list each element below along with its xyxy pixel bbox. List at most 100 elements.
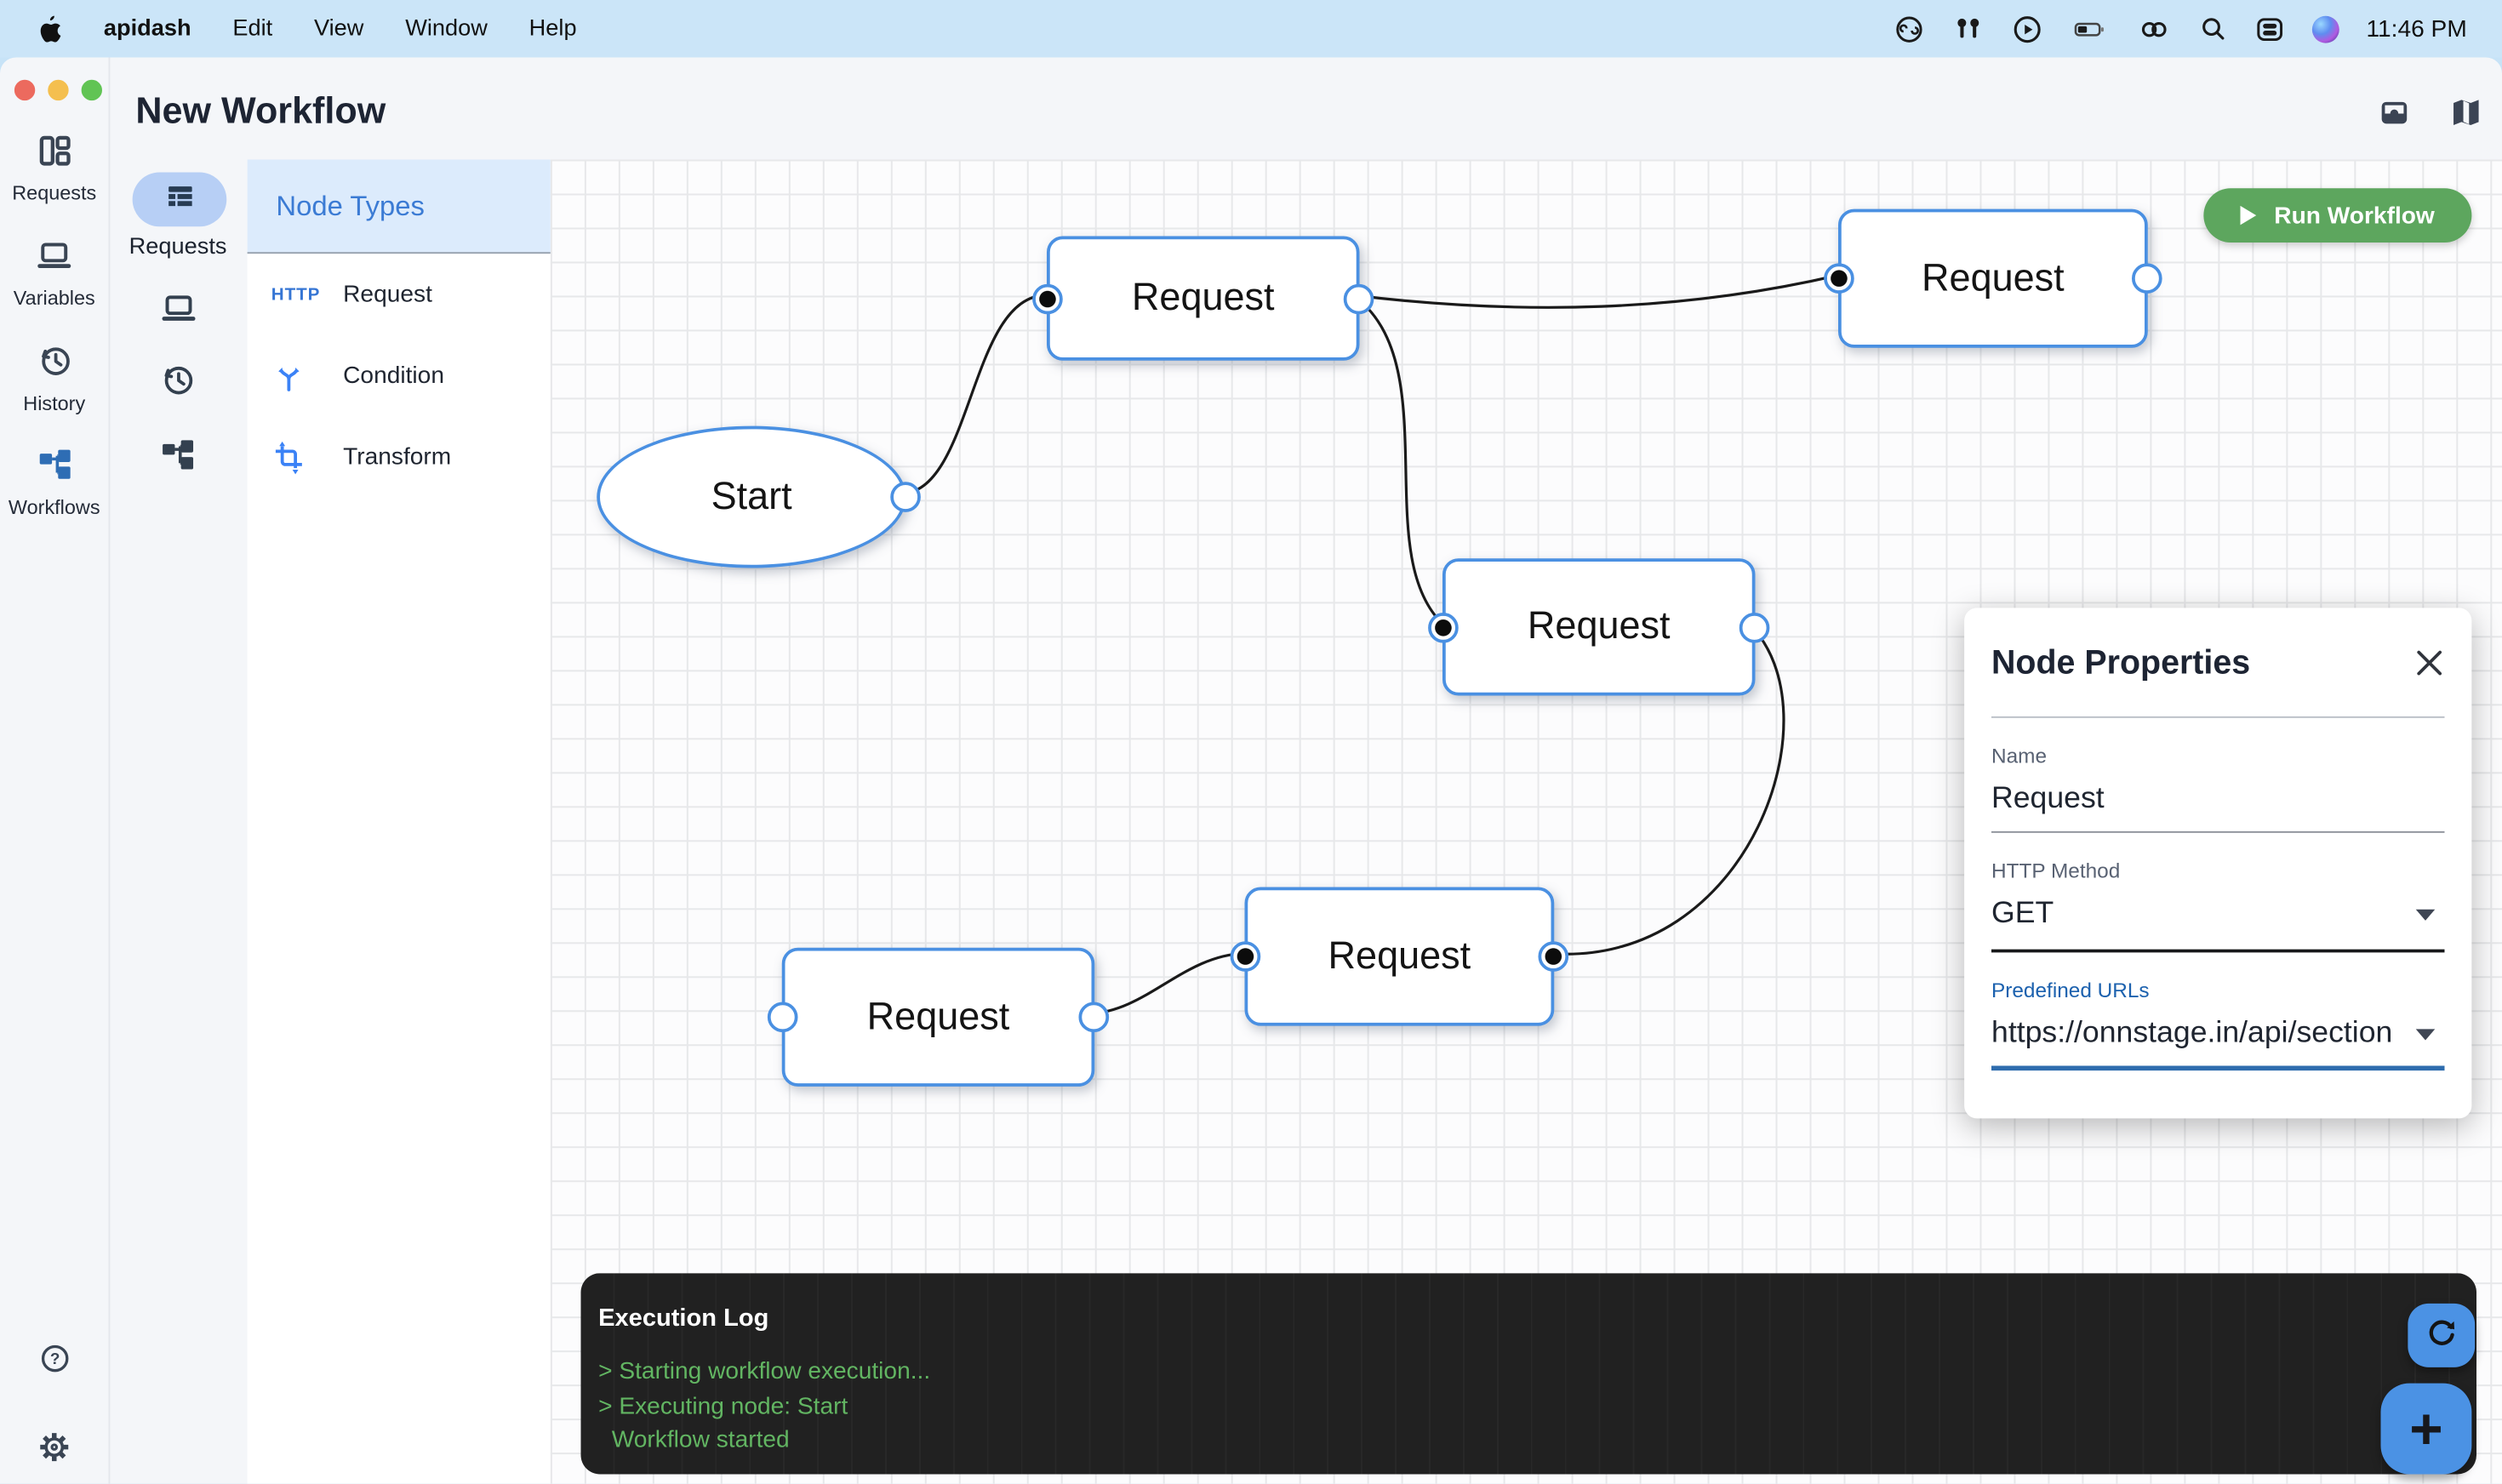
port-left-connected[interactable] bbox=[1428, 612, 1459, 642]
siri-icon[interactable] bbox=[2312, 15, 2339, 43]
branch-icon bbox=[271, 358, 321, 393]
battery-icon[interactable] bbox=[2070, 13, 2110, 45]
divider bbox=[1991, 716, 2445, 718]
layout-columns-icon bbox=[36, 133, 72, 178]
node-label: Request bbox=[1922, 256, 2065, 301]
play-circle-icon[interactable] bbox=[2012, 13, 2042, 45]
help-button[interactable]: ? bbox=[0, 1342, 109, 1384]
predefined-urls-field-label: Predefined URLs bbox=[1991, 978, 2445, 1002]
sidebar-item-label: Requests bbox=[12, 182, 96, 204]
chevron-down-icon bbox=[2416, 909, 2436, 920]
execution-log-panel: Execution Log > Starting workflow execut… bbox=[581, 1273, 2477, 1474]
refresh-button[interactable] bbox=[2408, 1304, 2475, 1367]
spotlight-search-icon[interactable] bbox=[2199, 13, 2228, 45]
node-label: Start bbox=[711, 475, 792, 520]
svg-text:?: ? bbox=[49, 1350, 60, 1367]
sidebar-item-workflows[interactable]: Workflows bbox=[0, 447, 109, 518]
port-right[interactable] bbox=[1079, 1002, 1110, 1033]
node-req3[interactable]: Request bbox=[1442, 558, 1756, 695]
node-req2[interactable]: Request bbox=[1838, 209, 2148, 348]
node-properties-title: Node Properties bbox=[1991, 643, 2250, 685]
sidebar-item-variables[interactable]: Variables bbox=[0, 237, 109, 309]
sidebar2-item-variables[interactable] bbox=[109, 290, 248, 335]
close-icon[interactable] bbox=[2414, 648, 2445, 686]
sidebar2-item-workflows[interactable] bbox=[109, 437, 248, 482]
apple-logo-icon[interactable] bbox=[38, 13, 62, 45]
port-right[interactable] bbox=[1739, 612, 1770, 642]
edge-req1-req3[interactable] bbox=[1353, 295, 1442, 624]
node-label: Request bbox=[1528, 605, 1671, 650]
sidebar2-item-history[interactable] bbox=[109, 362, 248, 408]
add-node-button[interactable]: + bbox=[2381, 1384, 2472, 1475]
name-field[interactable]: Request bbox=[1991, 782, 2445, 833]
port-left-connected[interactable] bbox=[1032, 283, 1063, 314]
tray-icon[interactable] bbox=[2378, 96, 2411, 138]
node-type-request[interactable]: HTTP Request bbox=[248, 254, 551, 335]
node-req5[interactable]: Request bbox=[782, 948, 1095, 1087]
predefined-urls-select[interactable]: https://onnstage.in/api/section bbox=[1991, 1016, 2445, 1070]
log-line: Workflow started bbox=[598, 1424, 2476, 1458]
node-types-header: Node Types bbox=[248, 160, 551, 254]
sidebar-item-history[interactable]: History bbox=[0, 343, 109, 414]
settings-button[interactable] bbox=[0, 1430, 109, 1473]
sidebar-item-label: Workflows bbox=[9, 496, 100, 518]
execution-log-title: Execution Log bbox=[598, 1305, 2476, 1334]
log-line: > Executing node: Start bbox=[598, 1389, 2476, 1423]
secondary-sidebar: Requests bbox=[109, 58, 248, 1484]
laptop-icon bbox=[159, 290, 197, 335]
log-line: > Starting workflow execution... bbox=[598, 1355, 2476, 1389]
sidebar2-item-requests-active[interactable] bbox=[133, 173, 227, 227]
edge-start-req1[interactable] bbox=[900, 295, 1048, 494]
sidebar-item-label: Variables bbox=[14, 288, 95, 310]
menu-window[interactable]: Window bbox=[405, 16, 488, 42]
chevron-down-icon bbox=[2416, 1028, 2436, 1039]
sidebar2-active-label: Requests bbox=[109, 235, 248, 260]
node-types-panel: Node Types HTTP Request Condition Transf… bbox=[248, 160, 552, 1484]
menu-edit[interactable]: Edit bbox=[232, 16, 272, 42]
menu-app-name[interactable]: apidash bbox=[104, 16, 191, 42]
port-left-connected[interactable] bbox=[1231, 941, 1261, 972]
node-label: Request bbox=[1328, 934, 1471, 979]
map-icon[interactable] bbox=[2449, 96, 2482, 138]
port-right-connected[interactable] bbox=[1539, 941, 1569, 972]
node-req1[interactable]: Request bbox=[1047, 237, 1360, 361]
run-workflow-button[interactable]: Run Workflow bbox=[2203, 188, 2471, 243]
menu-clock[interactable]: 11:46 PM bbox=[2366, 15, 2466, 43]
node-label: Request bbox=[1132, 276, 1275, 321]
port-right[interactable] bbox=[890, 482, 921, 512]
http-method-select[interactable]: GET bbox=[1991, 897, 2445, 953]
control-center-icon[interactable] bbox=[2254, 13, 2285, 45]
node-type-transform[interactable]: Transform bbox=[248, 416, 551, 498]
laptop-icon bbox=[35, 237, 73, 283]
edge-req1-req2[interactable] bbox=[1353, 275, 1838, 307]
airpods-icon[interactable] bbox=[1951, 13, 1985, 45]
node-properties-panel: Node Properties Name Request HTTP Method… bbox=[1964, 608, 2471, 1118]
menu-view[interactable]: View bbox=[314, 16, 363, 42]
port-left[interactable] bbox=[768, 1002, 798, 1033]
primary-sidebar: Requests Variables History Workflows bbox=[0, 58, 110, 1484]
crop-icon bbox=[271, 440, 321, 475]
history-clock-icon bbox=[160, 362, 197, 408]
canvas[interactable]: Run Workflow Node Properties Name Reques… bbox=[551, 160, 2502, 1484]
help-icon: ? bbox=[37, 1342, 71, 1384]
play-icon bbox=[2241, 206, 2257, 225]
edge-req5-req4[interactable] bbox=[1088, 953, 1245, 1013]
port-left-connected[interactable] bbox=[1824, 263, 1854, 294]
menu-help[interactable]: Help bbox=[529, 16, 577, 42]
linked-rings-icon[interactable] bbox=[2136, 13, 2171, 45]
list-table-icon bbox=[162, 178, 197, 221]
port-right[interactable] bbox=[2132, 263, 2162, 294]
macos-menu-bar: apidash Edit View Window Help bbox=[0, 0, 2502, 58]
creative-cloud-icon[interactable] bbox=[1894, 13, 1924, 45]
history-clock-icon bbox=[36, 343, 72, 388]
port-right[interactable] bbox=[1344, 283, 1374, 314]
name-field-label: Name bbox=[1991, 744, 2445, 768]
node-req4[interactable]: Request bbox=[1245, 888, 1555, 1026]
node-start[interactable]: Start bbox=[597, 426, 906, 568]
http-method-field-label: HTTP Method bbox=[1991, 859, 2445, 882]
node-label: Request bbox=[867, 995, 1010, 1040]
sidebar-item-requests[interactable]: Requests bbox=[0, 133, 109, 204]
node-type-condition[interactable]: Condition bbox=[248, 335, 551, 417]
workflow-tree-icon bbox=[160, 437, 197, 482]
